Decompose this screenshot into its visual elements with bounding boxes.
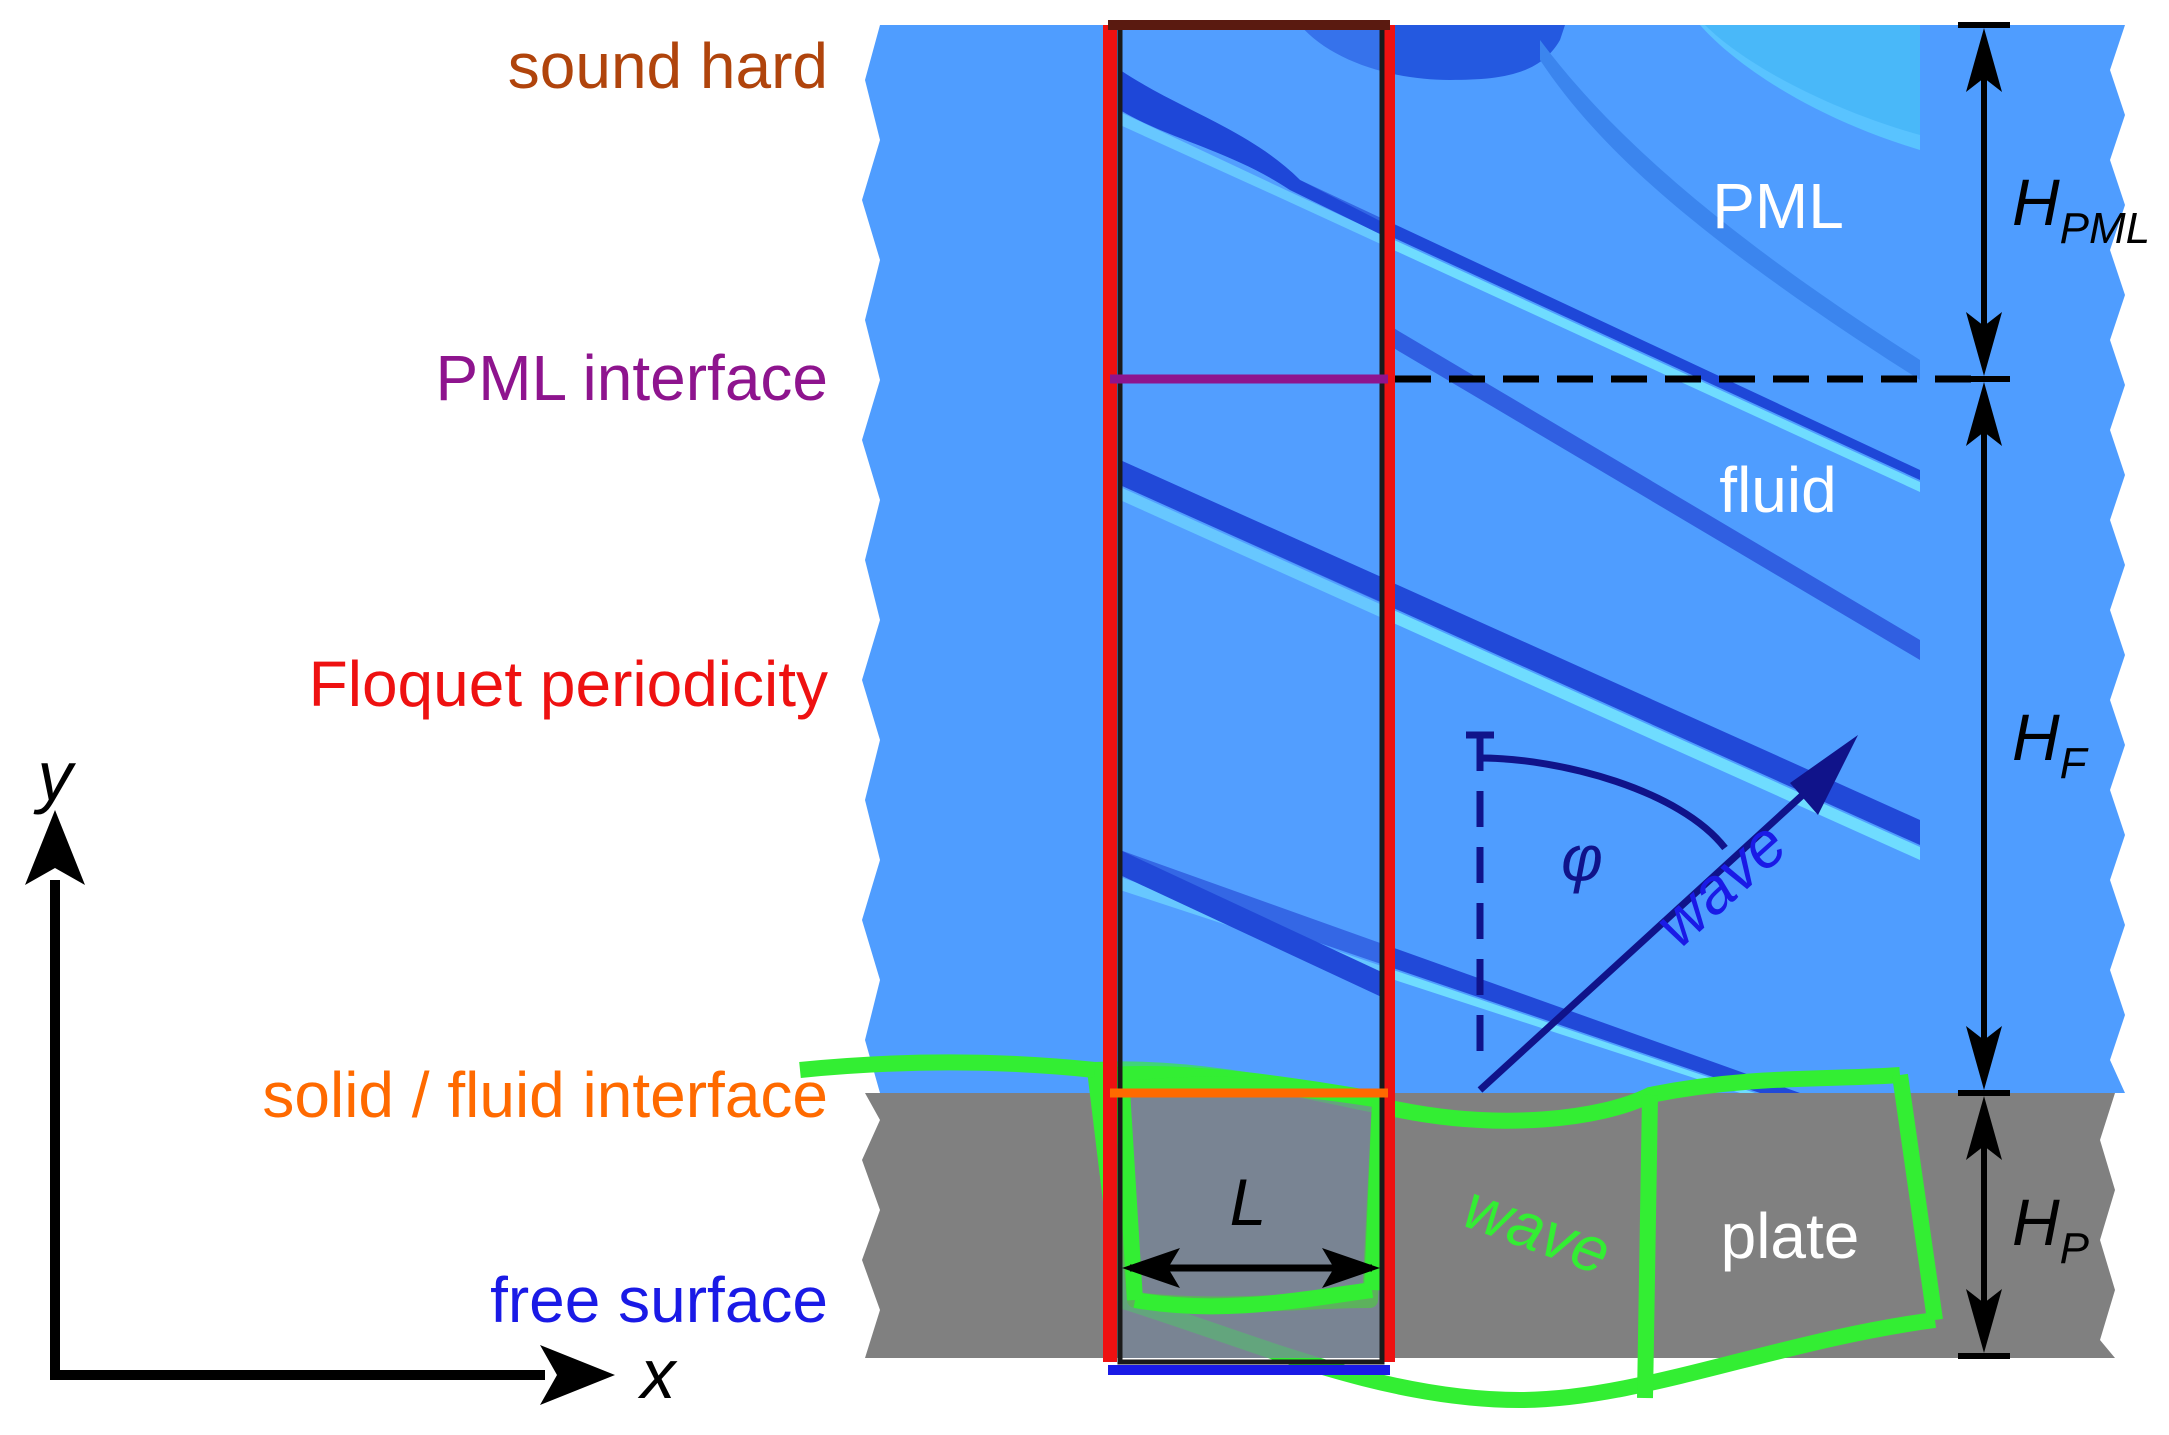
label-sound-hard: sound hard bbox=[508, 30, 828, 102]
fluid-domain bbox=[862, 25, 2125, 1093]
h-f-label: HF bbox=[2012, 700, 2089, 788]
h-pml-label: HPML bbox=[2012, 165, 2150, 253]
period-dimension: L bbox=[1122, 1165, 1380, 1288]
wave-arrow-shaft bbox=[1477, 767, 1833, 1093]
plate-region-label: plate bbox=[1721, 1200, 1860, 1272]
y-axis-label: y bbox=[34, 737, 77, 815]
plate-wave-mid-edge bbox=[1637, 1094, 1658, 1399]
label-floquet: Floquet periodicity bbox=[309, 648, 828, 720]
pml-band-right-inner bbox=[1705, 25, 1920, 135]
plate-wave-cell-top bbox=[799, 1054, 1096, 1078]
wave-band-5 bbox=[1380, 320, 1920, 660]
label-pml-interface: PML interface bbox=[436, 342, 828, 414]
label-solid-fluid: solid / fluid interface bbox=[262, 1059, 828, 1131]
wave-band-3-edge bbox=[1120, 487, 1920, 860]
angle-label: φ bbox=[1561, 822, 1603, 894]
height-dimensions bbox=[1958, 22, 2010, 1359]
unit-cell bbox=[1102, 20, 1395, 1375]
x-axis-label: x bbox=[638, 1335, 679, 1413]
plate-wave-right-edge bbox=[1892, 1073, 1943, 1322]
dimension-labels: HPML HF HP bbox=[2012, 165, 2150, 1273]
angle-arc bbox=[1479, 754, 1728, 851]
pml-region-label: PML bbox=[1712, 170, 1844, 242]
wave-band-4 bbox=[1120, 850, 1800, 1093]
wave-band-1-edge bbox=[1120, 112, 1920, 492]
wave-band-2 bbox=[1540, 40, 1920, 380]
period-label: L bbox=[1230, 1165, 1267, 1239]
coordinate-axes: y x bbox=[25, 737, 679, 1413]
pml-band-upper bbox=[1300, 25, 1565, 80]
x-axis-arrowhead bbox=[540, 1345, 615, 1405]
unit-cell-bands bbox=[1120, 70, 1388, 1000]
unit-cell-plate bbox=[1110, 1093, 1388, 1358]
fluid-region-label: fluid bbox=[1719, 454, 1836, 526]
h-p-label: HP bbox=[2012, 1185, 2090, 1273]
label-free-surface: free surface bbox=[490, 1264, 828, 1336]
y-axis-arrowhead bbox=[25, 810, 85, 885]
wave-arrow-head bbox=[1790, 735, 1858, 815]
